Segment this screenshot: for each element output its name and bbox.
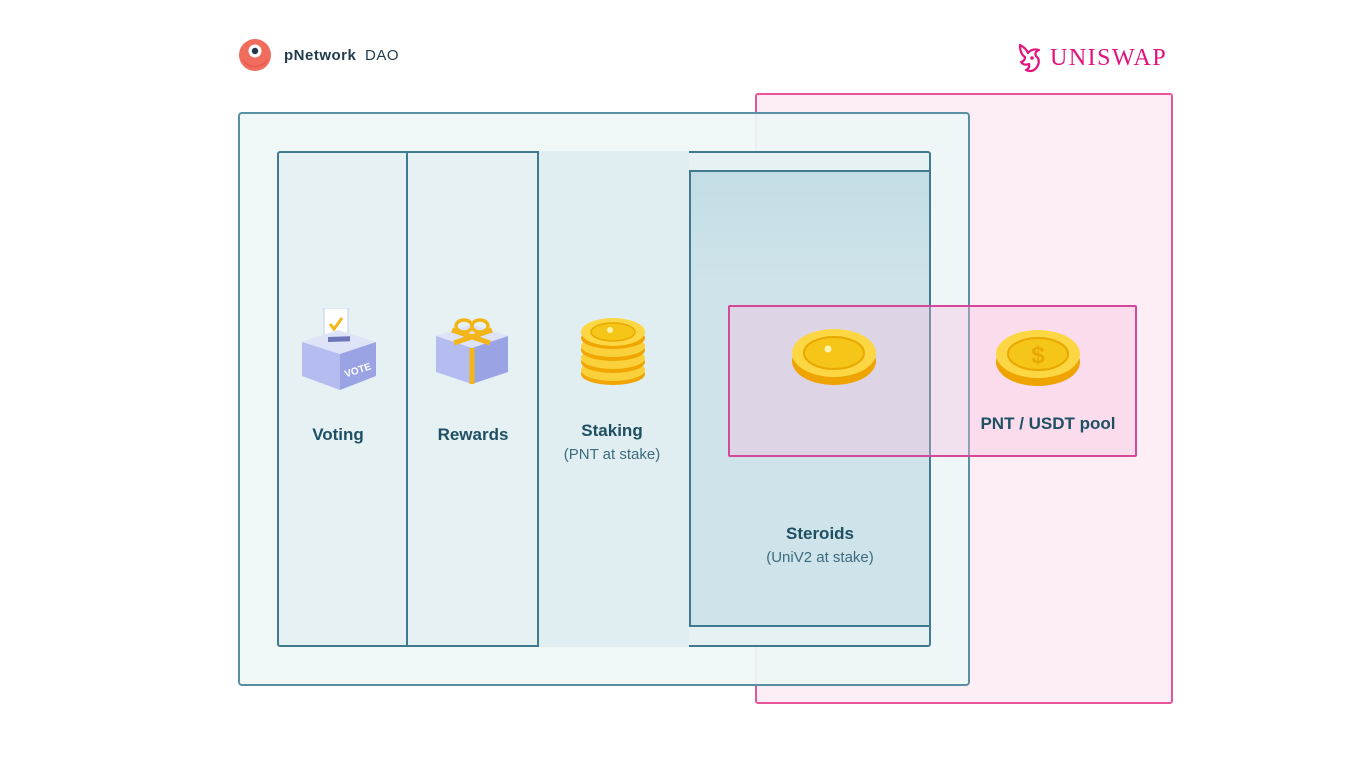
coin-stack-icon — [581, 318, 645, 385]
staking-column — [539, 151, 689, 647]
voting-label: Voting — [312, 425, 364, 444]
ballot-box-icon: VOTE — [302, 308, 376, 390]
uniswap-brand: UNISWAP — [1016, 40, 1167, 76]
rewards-column — [408, 151, 539, 647]
steroids-label: Steroids — [785, 524, 855, 543]
staking-label: Staking — [581, 421, 643, 440]
coin-icon — [792, 329, 876, 385]
steroids-sublabel: (UniV2 at stake) — [766, 549, 874, 566]
pnetwork-dao: DAO — [365, 46, 400, 64]
uniswap-title: UNISWAP — [1050, 44, 1168, 71]
voting-column — [277, 151, 408, 647]
pnetwork-title: pNetwork DAO — [284, 47, 399, 64]
pool-label: PNT / USDT pool — [980, 414, 1116, 433]
pnetwork-brand: pNetwork DAO — [238, 38, 399, 72]
rewards-label: Rewards — [437, 425, 509, 444]
pnetwork-name: pNetwork — [284, 46, 357, 64]
gift-box-icon — [436, 318, 508, 384]
staking-sublabel: (PNT at stake) — [563, 446, 661, 463]
unicorn-logo-icon — [1018, 43, 1041, 73]
dollar-coin-icon: $ — [996, 330, 1080, 386]
dollar-sign: $ — [1031, 342, 1045, 369]
pool-container — [728, 305, 1137, 457]
pnetwork-logo-icon — [239, 39, 271, 71]
